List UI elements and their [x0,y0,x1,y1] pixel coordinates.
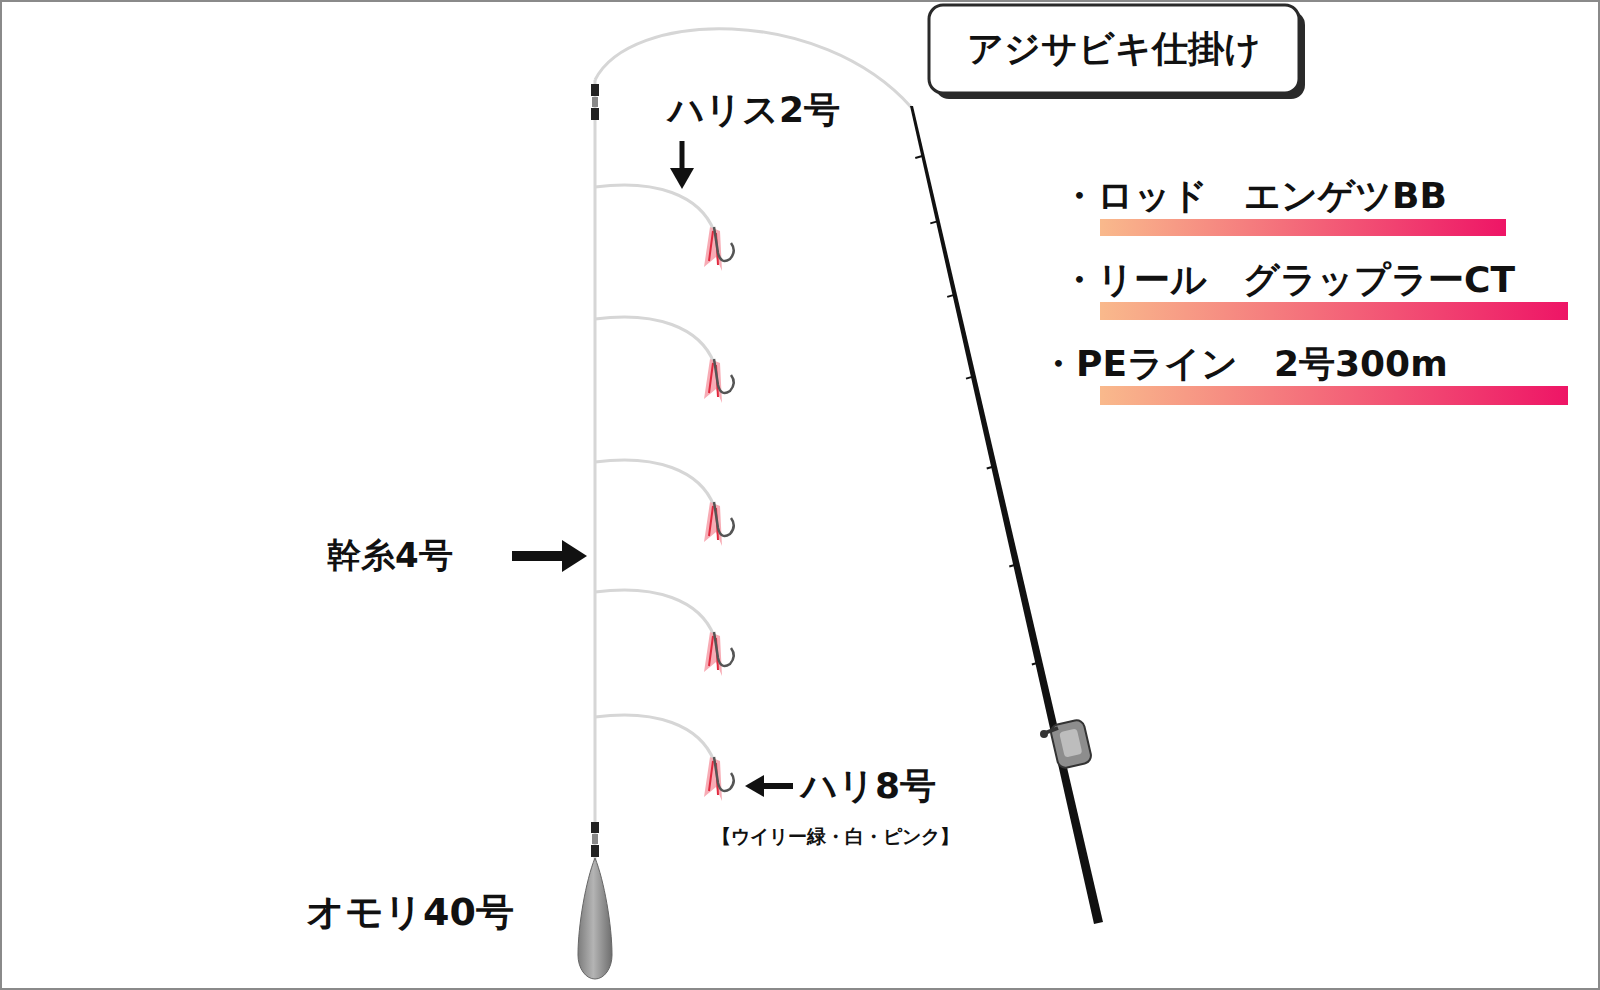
reel [1040,719,1093,770]
hook-branch [595,317,734,403]
fishing-rod [910,106,1103,924]
title-text: アジサビキ仕掛け [967,28,1261,69]
highlight-bar [1100,302,1568,320]
part-label: ハリス2号 [668,89,840,130]
leader-arrow [760,783,793,789]
part-label: ハリ8号 [801,765,936,806]
part-label: 幹糸4号 [327,536,453,575]
swivel [591,84,599,120]
title-box [929,5,1299,93]
rod-guides [915,156,1039,665]
swivel [591,822,599,857]
gear-spec: ・PEライン 2号300m [1040,343,1448,384]
gear-spec: ・リール グラップラーCT [1061,259,1515,300]
arrow-head [562,540,587,572]
part-label: 【ウイリー緑・白・ピンク】 [712,826,959,848]
leader-arrow [512,551,566,561]
arrow-head [745,775,764,797]
hook-branch [595,460,734,546]
hook-branch [595,185,734,271]
part-label: オモリ40号 [306,891,514,935]
hook-branch [595,715,734,801]
hook-branch [595,590,734,676]
leader-arrow [680,141,685,172]
gear-spec: ・ロッド エンゲツBB [1061,175,1447,216]
sinker [578,858,612,979]
arrow-head [670,168,694,189]
highlight-bar [1100,386,1568,405]
highlight-bar [1100,219,1506,236]
main-line [594,80,597,862]
